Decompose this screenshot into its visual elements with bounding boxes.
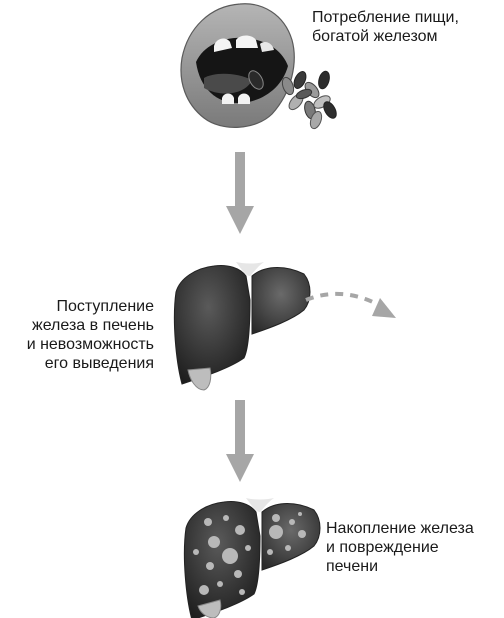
down-arrow-2 — [226, 400, 254, 482]
liver-icon — [173, 262, 311, 391]
label-line: Накопление железа — [326, 520, 474, 537]
label-line: и повреждение — [326, 539, 439, 556]
mouth-icon — [180, 3, 295, 128]
label-line: Поступление — [56, 298, 154, 315]
label-line: Потребление пищи, — [312, 9, 459, 26]
seeds-icon — [281, 70, 337, 130]
label-line: и невозможность — [26, 336, 154, 353]
label-line: его выведения — [44, 355, 154, 372]
down-arrow-1 — [226, 152, 254, 234]
step-accumulation-label: Накопление железа и повреждение печени — [326, 519, 474, 576]
damaged-liver-icon — [183, 498, 321, 618]
step-intake-label: Потребление пищи, богатой железом — [312, 8, 459, 46]
label-line: богатой железом — [312, 28, 438, 45]
step-uptake-label: Поступление железа в печень и невозможно… — [27, 297, 154, 373]
label-line: железа в печень — [31, 317, 154, 334]
iron-spots — [193, 512, 306, 595]
label-line: печени — [326, 558, 379, 575]
excretion-arrow-icon — [305, 291, 396, 318]
